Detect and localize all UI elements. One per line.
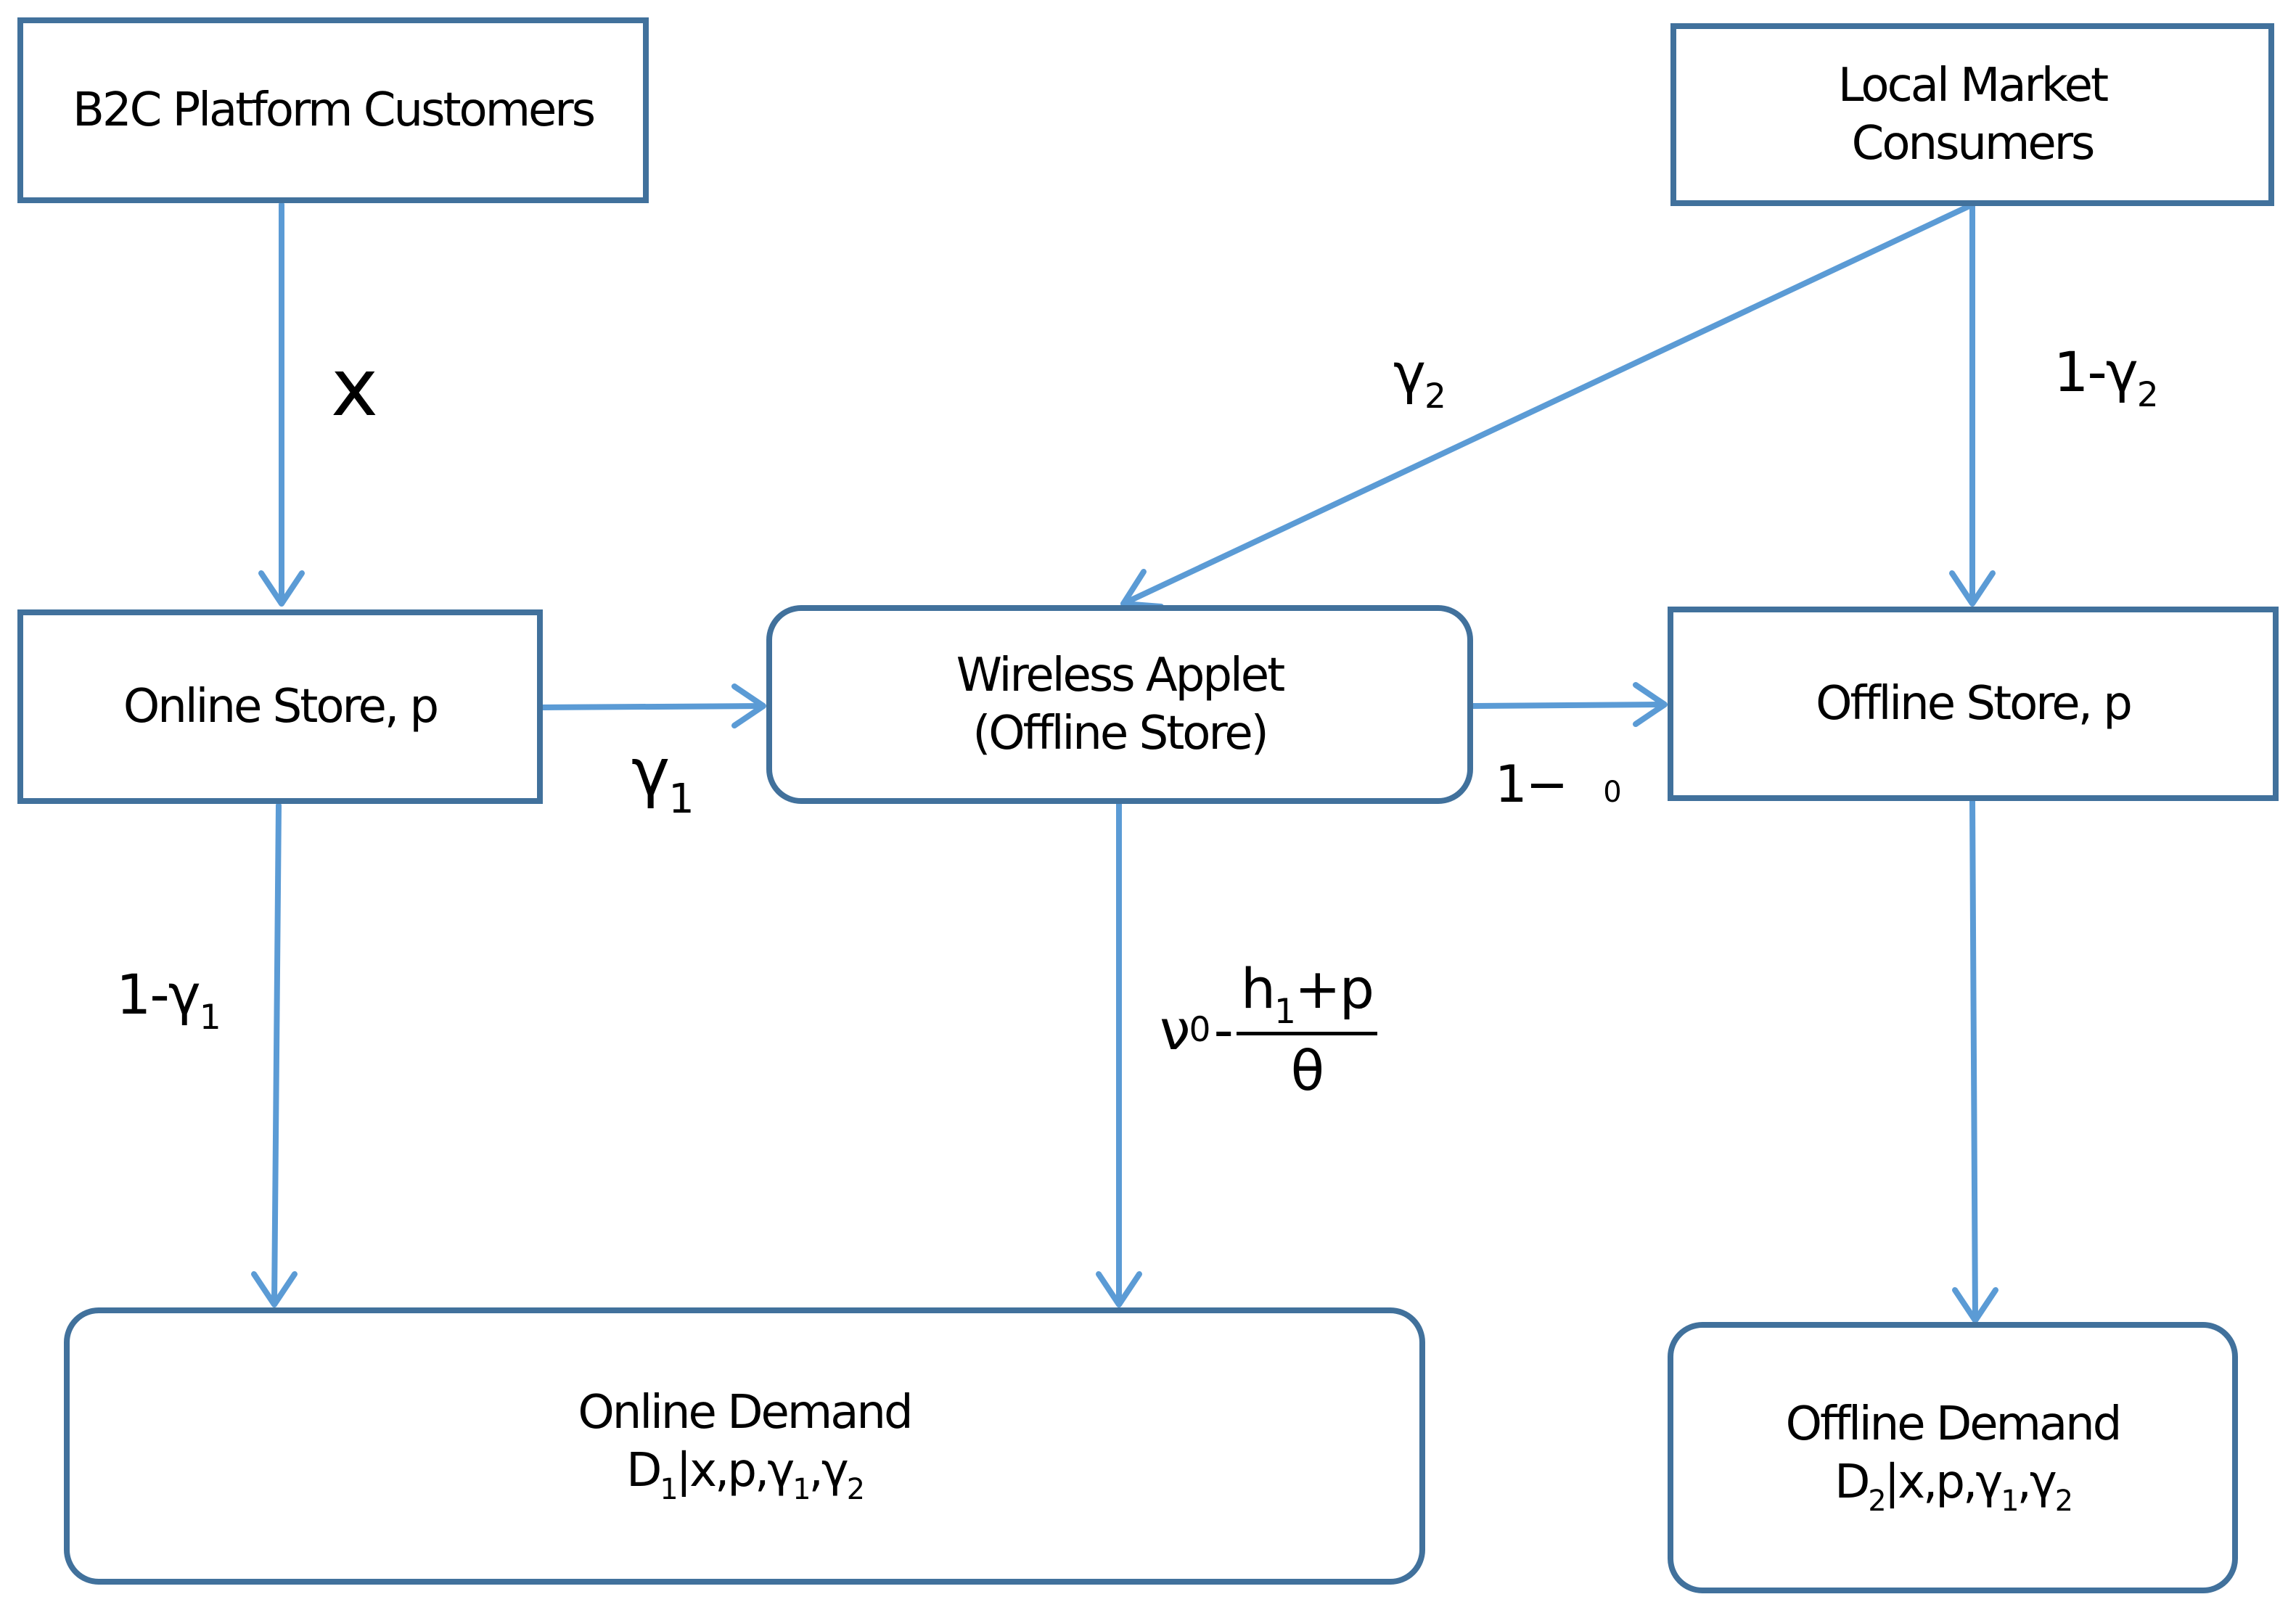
edge-label-gamma2: γ2 — [1393, 341, 1446, 417]
arrow-online-store-to-online-demand — [271, 802, 282, 1306]
b2c-platform-customers-label: B2C Platform Customers — [72, 83, 596, 137]
arrow-offline-store-to-offline-demand — [1969, 798, 1978, 1322]
arrowhead-applet-to-online-demand — [1096, 1271, 1142, 1307]
arrowhead-online-store-to-applet — [731, 683, 766, 728]
local-market-consumers-line1: Local Market — [1837, 59, 2109, 112]
fraction: h1+p θ — [1236, 956, 1377, 1103]
arrowhead-applet-to-offline-store — [1633, 682, 1668, 727]
online-demand-title: Online Demand — [578, 1386, 913, 1440]
arrowhead-b2c-to-online-store — [258, 570, 305, 607]
edge-label-x: x — [331, 341, 378, 434]
offline-demand-formula: D2|x,p,γ1,γ2 — [1834, 1455, 2073, 1519]
wireless-applet-box: Wireless Applet (Offline Store) — [766, 605, 1473, 804]
arrowhead-offline-store-to-offline-demand — [1952, 1287, 1998, 1323]
edge-label-one-minus-gamma2: 1-γ2 — [2054, 340, 2159, 416]
offline-demand-title: Offline Demand — [1785, 1397, 2123, 1452]
b2c-platform-customers-box: B2C Platform Customers — [17, 17, 649, 203]
wireless-applet-line1: Wireless Applet — [956, 649, 1285, 702]
local-market-consumers-line2: Consumers — [1851, 117, 2096, 171]
wireless-applet-line2: (Offline Store) — [972, 707, 1268, 760]
arrow-online-store-to-applet — [540, 703, 765, 710]
offline-demand-box: Offline Demand D2|x,p,γ1,γ2 — [1668, 1322, 2238, 1593]
edge-label-one-minus-gamma1: 1-γ1 — [116, 962, 221, 1038]
online-demand-formula: D1|x,p,γ1,γ2 — [626, 1444, 865, 1507]
online-demand-box: Online Demand D1|x,p,γ1,γ2 — [64, 1307, 1425, 1585]
online-store-box: Online Store, p — [17, 609, 543, 804]
arrowhead-local-to-offline-store — [1949, 570, 1996, 607]
online-store-label: Online Store, p — [123, 680, 439, 734]
local-market-consumers-box: Local Market Consumers — [1670, 23, 2274, 206]
arrowhead-online-store-to-online-demand — [251, 1271, 298, 1307]
edge-label-gamma1: γ1 — [631, 734, 694, 824]
offline-store-label: Offline Store, p — [1816, 677, 2133, 731]
arrow-applet-to-offline-store — [1470, 702, 1666, 709]
edge-label-one-minus-zero: 1−0 — [1495, 755, 1622, 814]
arrow-local-to-applet — [1120, 202, 1975, 607]
offline-store-box: Offline Store, p — [1668, 607, 2279, 801]
